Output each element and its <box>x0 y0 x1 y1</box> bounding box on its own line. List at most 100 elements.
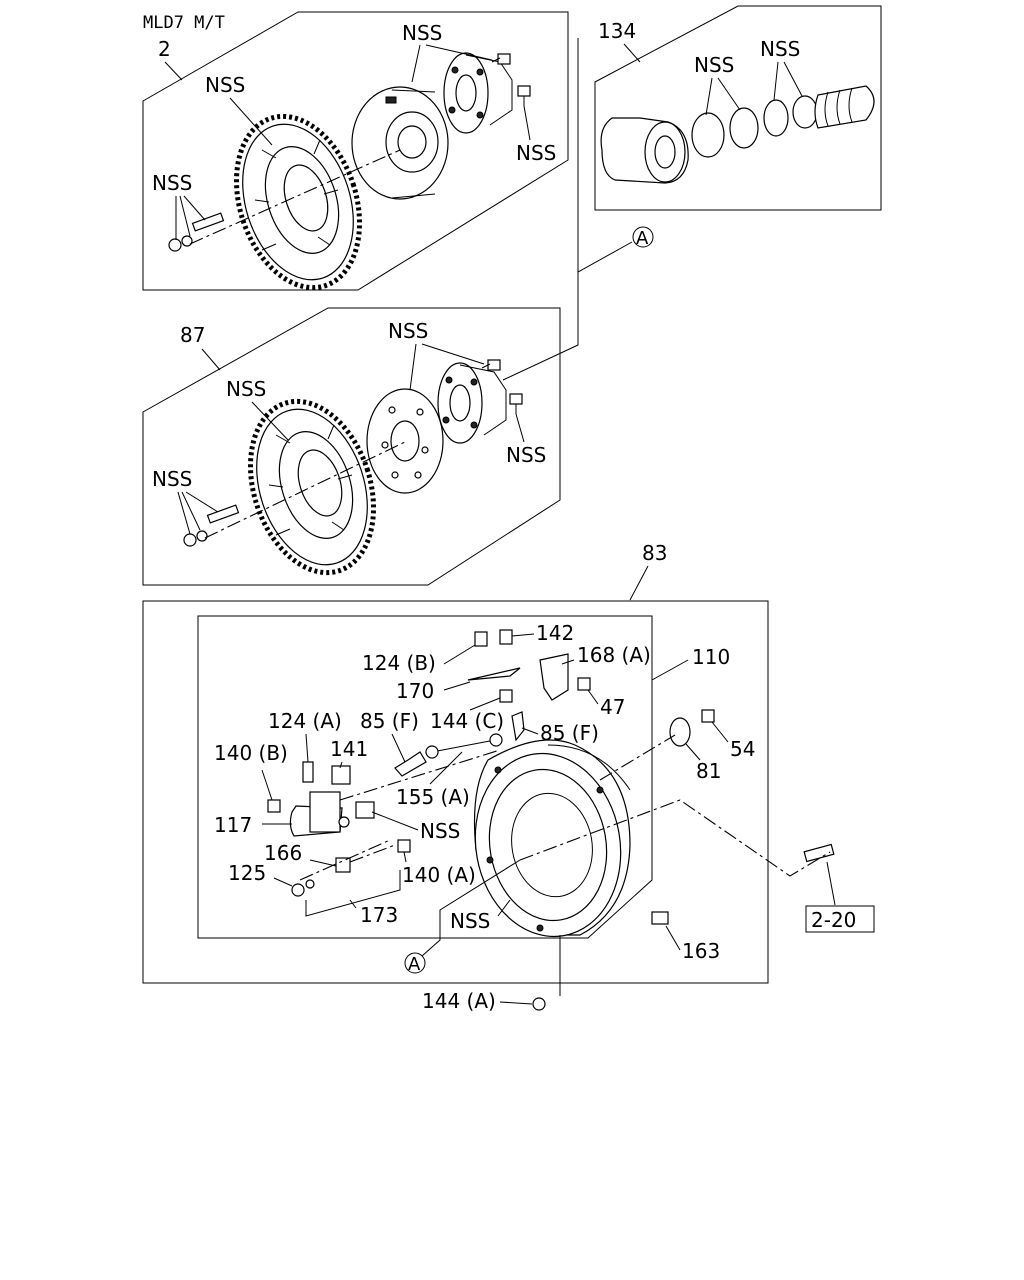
washer-81 <box>669 717 691 747</box>
leader-nss-gear-top <box>229 97 273 146</box>
panel-assembly-87 <box>142 307 561 586</box>
panel-assembly-110-inner <box>197 615 653 939</box>
leader-155a <box>429 751 463 785</box>
label-140b: 140 (B) <box>214 741 288 765</box>
differential-plate-87 <box>366 388 444 494</box>
clutch-housing <box>473 739 631 938</box>
leader-nss-pin-87 <box>177 491 219 535</box>
label-168a: 168 (A) <box>577 643 651 667</box>
label-nss-gear-top: NSS <box>205 73 245 97</box>
leader-144c <box>469 697 501 711</box>
label-nss-83: NSS <box>420 819 460 843</box>
leader-140b <box>261 769 273 801</box>
label-nss-pin-top: NSS <box>152 171 192 195</box>
nut-125 <box>291 879 315 897</box>
leader-nss-134-left <box>705 77 741 116</box>
nut-144a <box>532 997 546 1011</box>
label-nss-pin-87: NSS <box>152 467 192 491</box>
seal-rings-134 <box>691 95 818 158</box>
bracket-166 <box>335 857 351 873</box>
shift-housing-134 <box>600 117 689 184</box>
pad-163 <box>651 911 669 925</box>
bolt-top-2 <box>517 85 531 106</box>
label-144a: 144 (A) <box>422 989 496 1013</box>
page-ref-box <box>805 905 875 933</box>
leader-141 <box>339 761 343 769</box>
leader-81 <box>685 743 701 761</box>
ref-circle-a-bottom-label: A <box>408 954 421 975</box>
label-125: 125 <box>228 861 266 885</box>
label-155a: 155 (A) <box>396 785 470 809</box>
label-144c: 144 (C) <box>430 709 504 733</box>
bracket-141 <box>331 765 351 785</box>
ref-circle-a-top-label: A <box>636 228 649 249</box>
label-170: 170 <box>396 679 434 703</box>
fitting-124b <box>474 631 488 647</box>
panel-assembly-83-outer <box>142 600 769 984</box>
ref-circle-a-top <box>632 226 654 248</box>
bolt-87-2 <box>509 393 523 414</box>
label-124a: 124 (A) <box>268 709 342 733</box>
fitting-124a <box>302 761 314 783</box>
bolt-nss-83 <box>355 801 375 819</box>
fitting-144c <box>499 689 513 703</box>
label-47: 47 <box>600 695 625 719</box>
label-nss-flange-87: NSS <box>388 319 428 343</box>
bracket-170 <box>467 667 521 681</box>
panel-assembly-2 <box>142 11 569 291</box>
ring-gear-top <box>233 113 363 291</box>
leader-nss-bolt-top <box>523 105 531 141</box>
leader-166 <box>309 859 337 867</box>
label-nss-flange-top: NSS <box>402 21 442 45</box>
bolt-top-1 <box>491 53 511 65</box>
label-124b: 124 (B) <box>362 651 436 675</box>
rubber-boot-134 <box>814 85 875 129</box>
leader-nss-bolt-87 <box>515 413 525 443</box>
label-54: 54 <box>730 737 755 761</box>
label-87: 87 <box>180 323 205 347</box>
label-141: 141 <box>330 737 368 761</box>
label-nss-gear-87: NSS <box>226 377 266 401</box>
bolt-54 <box>701 709 715 723</box>
plate-168a <box>539 653 569 701</box>
flange-top <box>443 52 513 134</box>
label-83: 83 <box>642 541 667 565</box>
label-142: 142 <box>536 621 574 645</box>
leader-85f-right <box>521 727 539 735</box>
label-166: 166 <box>264 841 302 865</box>
group-leader-line <box>164 61 183 81</box>
leader-nss-gear-87 <box>251 401 289 441</box>
label-117: 117 <box>214 813 252 837</box>
label-173: 173 <box>360 903 398 927</box>
leader-124a <box>305 733 309 763</box>
axis-line-83-pin <box>519 799 831 877</box>
bolt-140b <box>267 799 281 813</box>
leader-170 <box>443 681 471 691</box>
label-nss-134-left: NSS <box>694 53 734 77</box>
leader-168a <box>561 659 575 665</box>
ref-a-bottom-connector <box>421 859 521 957</box>
leader-page-ref <box>826 861 836 906</box>
label-nss-bolt-top: NSS <box>516 141 556 165</box>
leader-110 <box>651 659 689 681</box>
leader-140a <box>403 851 407 863</box>
pin-2-20 <box>803 843 835 863</box>
differential-case-top <box>351 86 449 200</box>
panel-assembly-134 <box>594 5 882 211</box>
hose-85f-right <box>511 711 525 742</box>
leader-124b <box>443 644 476 665</box>
label-nss-bolt-87: NSS <box>506 443 546 467</box>
leader-nss-housing <box>497 899 511 917</box>
bolt-142 <box>499 629 513 645</box>
leader-nss-flange-87 <box>409 343 485 391</box>
label-110: 110 <box>692 645 730 669</box>
cylinder-117 <box>289 791 350 837</box>
axis-lines-83-upper <box>339 734 676 801</box>
hose-85f-left <box>394 751 427 777</box>
leader-173 <box>305 870 401 917</box>
leader-83 <box>629 565 649 601</box>
leader-163 <box>665 925 681 951</box>
flange-87 <box>437 362 507 444</box>
axis-line-top <box>189 149 401 245</box>
